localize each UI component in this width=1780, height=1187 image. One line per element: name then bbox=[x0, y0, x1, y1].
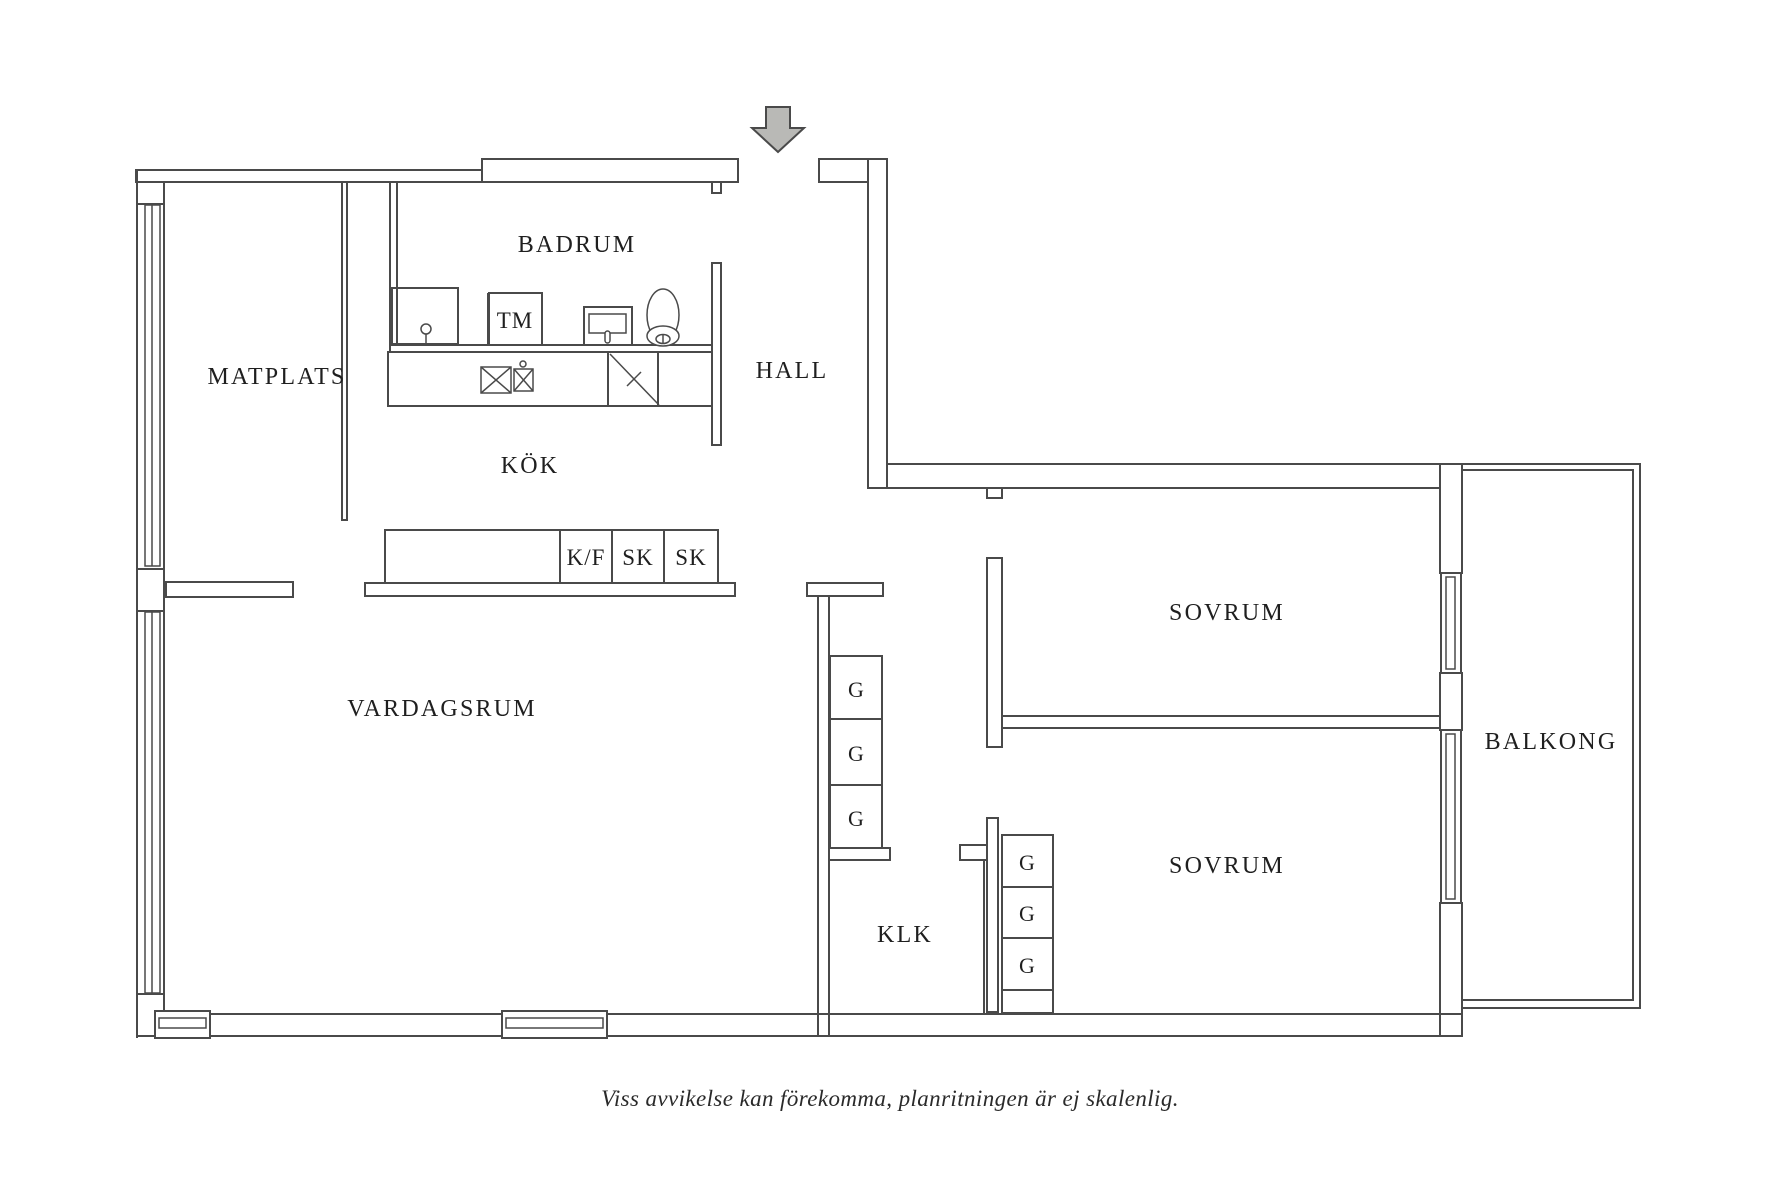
bathroom-cabinet-lines bbox=[457, 293, 489, 345]
shower-icon bbox=[391, 287, 459, 345]
kitchen-counter bbox=[387, 351, 713, 407]
kitchen-sink-icon bbox=[480, 360, 534, 394]
washing-machine-icon bbox=[488, 292, 543, 346]
dishwasher-door-swing bbox=[609, 353, 660, 406]
room-label-matplats: MATPLATS bbox=[208, 364, 347, 390]
wardrobe-label-g: G bbox=[1019, 901, 1035, 926]
bedroom-wardrobe-column bbox=[1001, 834, 1054, 1014]
toilet-icon bbox=[646, 288, 680, 347]
room-label-vardagsrum: VARDAGSRUM bbox=[347, 696, 537, 722]
room-label-badrum: BADRUM bbox=[518, 232, 637, 258]
room-label-sovrum-top: SOVRUM bbox=[1169, 600, 1285, 626]
balcony-railing bbox=[1462, 463, 1641, 1009]
fixture-label-sk2: SK bbox=[675, 545, 706, 570]
fixture-label-tm: TM bbox=[497, 308, 534, 333]
hall-wardrobe-column bbox=[829, 655, 883, 849]
window-sovrum-top bbox=[1440, 572, 1462, 674]
wardrobe-label-g: G bbox=[1019, 850, 1035, 875]
wardrobe-label-g: G bbox=[848, 677, 864, 702]
room-label-klk: KLK bbox=[877, 922, 933, 948]
fixture-label-kf: K/F bbox=[567, 545, 606, 570]
room-label-balkong: BALKONG bbox=[1485, 729, 1618, 755]
room-label-kok: KÖK bbox=[501, 453, 560, 479]
wardrobe-label-g: G bbox=[848, 741, 864, 766]
window-left-matplats bbox=[144, 204, 161, 567]
kitchen-island bbox=[364, 529, 736, 597]
walls bbox=[135, 158, 1463, 1038]
window-bottom-left bbox=[154, 1010, 211, 1039]
bathroom-sink-icon bbox=[583, 306, 633, 346]
room-label-hall: HALL bbox=[756, 358, 829, 384]
window-left-vardagsrum bbox=[144, 611, 161, 994]
window-sovrum-bottom bbox=[1440, 729, 1462, 904]
wardrobe-label-g: G bbox=[1019, 953, 1035, 978]
disclaimer-text: Viss avvikelse kan förekomma, planritnin… bbox=[601, 1086, 1179, 1111]
window-bottom-center bbox=[501, 1010, 608, 1039]
wardrobe-label-g: G bbox=[848, 806, 864, 831]
fixture-label-sk1: SK bbox=[622, 545, 653, 570]
room-label-sovrum-bottom: SOVRUM bbox=[1169, 853, 1285, 879]
entrance-arrow-icon bbox=[749, 106, 807, 154]
